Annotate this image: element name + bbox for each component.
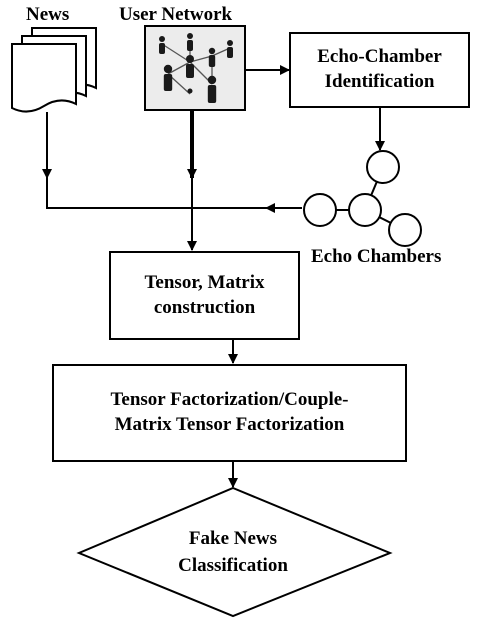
news-label: News: [26, 4, 70, 25]
user-network-label: User Network: [119, 4, 233, 25]
echo-chamber-identification-line2: Identification: [324, 71, 435, 92]
fake-news-classification-line1: Fake News: [188, 528, 278, 550]
fake-news-classification-text: Fake News Classification: [133, 520, 333, 586]
tensor-matrix-construction-line2: construction: [153, 296, 256, 318]
echo-chambers-label: Echo Chambers: [311, 246, 442, 267]
tensor-matrix-construction-line1: Tensor, Matrix: [144, 271, 265, 293]
tensor-factorization-line1: Tensor Factorization/Couple-: [110, 389, 349, 411]
fake-news-classification-line2: Classification: [178, 555, 288, 576]
echo-chamber-identification-line1: Echo-Chamber: [317, 46, 442, 68]
news-documents-icon: [11, 27, 97, 113]
tensor-factorization-box: Tensor Factorization/Couple- Matrix Tens…: [52, 364, 407, 462]
user-network-icon: [144, 25, 246, 111]
tensor-factorization-line2: Matrix Tensor Factorization: [114, 414, 345, 435]
echo-chamber-identification-box: Echo-Chamber Identification: [289, 32, 470, 108]
echo-chambers-icon: [303, 150, 422, 247]
classification-diamond: [76, 486, 393, 618]
tensor-matrix-construction-box: Tensor, Matrix construction: [109, 251, 300, 340]
